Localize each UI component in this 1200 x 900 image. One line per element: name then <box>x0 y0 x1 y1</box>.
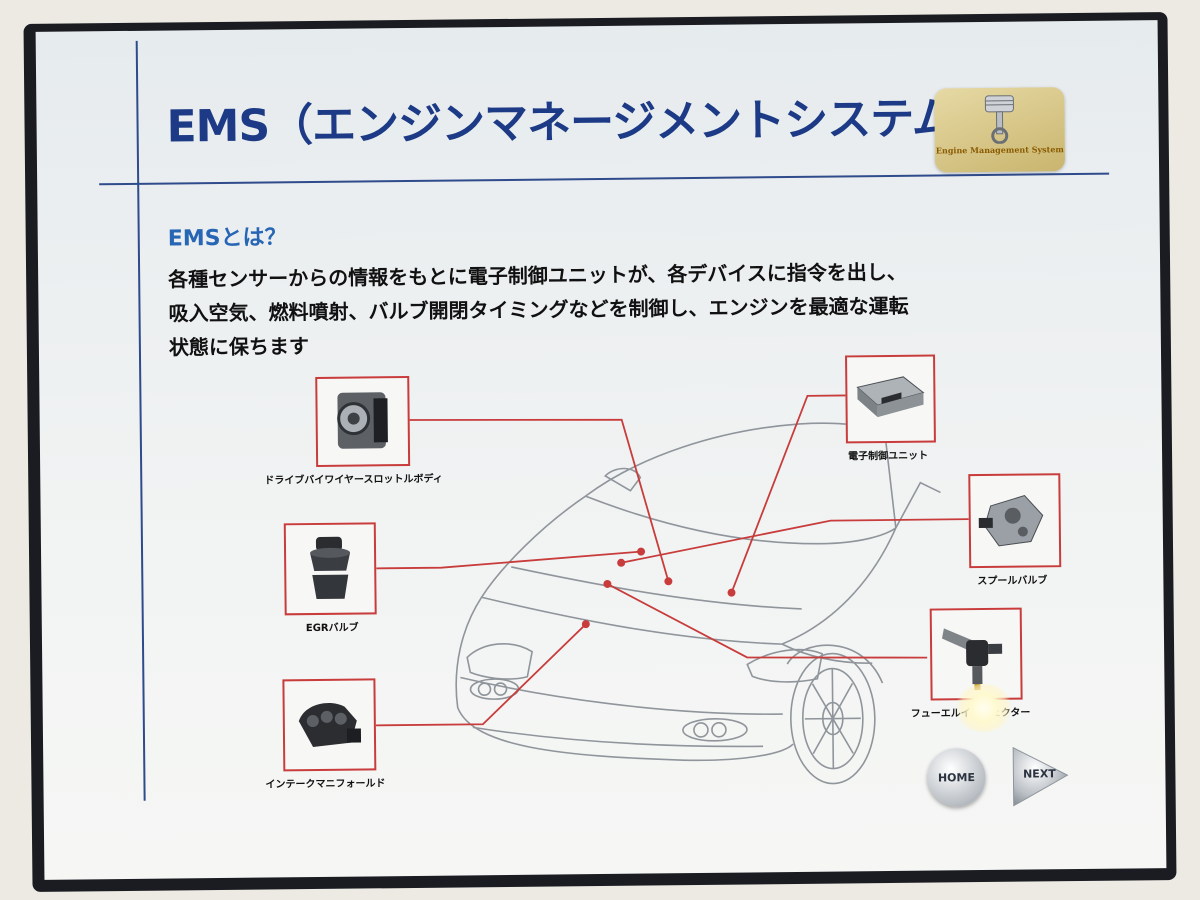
sensor-points <box>581 547 736 629</box>
car-outline <box>455 422 941 785</box>
ems-logo: Engine Management System <box>934 87 1066 173</box>
next-arrow-icon <box>1012 746 1069 807</box>
home-button[interactable]: HOME <box>927 747 986 807</box>
next-label: NEXT <box>1022 767 1056 781</box>
intake-manifold-label: インテークマニフォールド <box>265 778 386 791</box>
light-glare <box>954 683 1013 733</box>
page-title: EMS（エンジンマネージメントシステム） <box>166 92 999 153</box>
throttle-body-label: ドライブバイワイヤースロットルボディ <box>264 473 443 487</box>
section-heading: EMSとは？ <box>167 225 287 252</box>
spool-valve-label: スプールバルブ <box>977 575 1048 588</box>
intake-manifold-icon <box>298 703 362 748</box>
egr-valve-box <box>283 522 377 616</box>
ecu-label: 電子制御ユニット <box>848 450 929 463</box>
logo-text: Engine Management System <box>935 144 1064 156</box>
piston-icon <box>984 95 1014 145</box>
throttle-body-icon <box>337 392 388 449</box>
next-button[interactable]: NEXT <box>1007 743 1074 810</box>
ecu-box <box>845 354 936 444</box>
callout-lines <box>375 394 969 727</box>
vertical-rule <box>135 40 146 801</box>
intake-manifold-box <box>282 678 377 772</box>
egr-valve-icon <box>310 536 351 599</box>
ecu-icon <box>856 376 925 418</box>
egr-valve-label: EGRバルブ <box>305 622 359 635</box>
spool-valve-box <box>968 473 1062 569</box>
throttle-body-box <box>315 376 411 467</box>
header-rule <box>99 172 1110 186</box>
description: 各種センサーからの情報をもとに電子制御ユニットが、各デバイスに指令を出し、 吸入… <box>168 254 1029 365</box>
spool-valve-icon <box>978 494 1044 547</box>
display-screen: EMS（エンジンマネージメントシステム） Engine Management S… <box>35 20 1167 880</box>
